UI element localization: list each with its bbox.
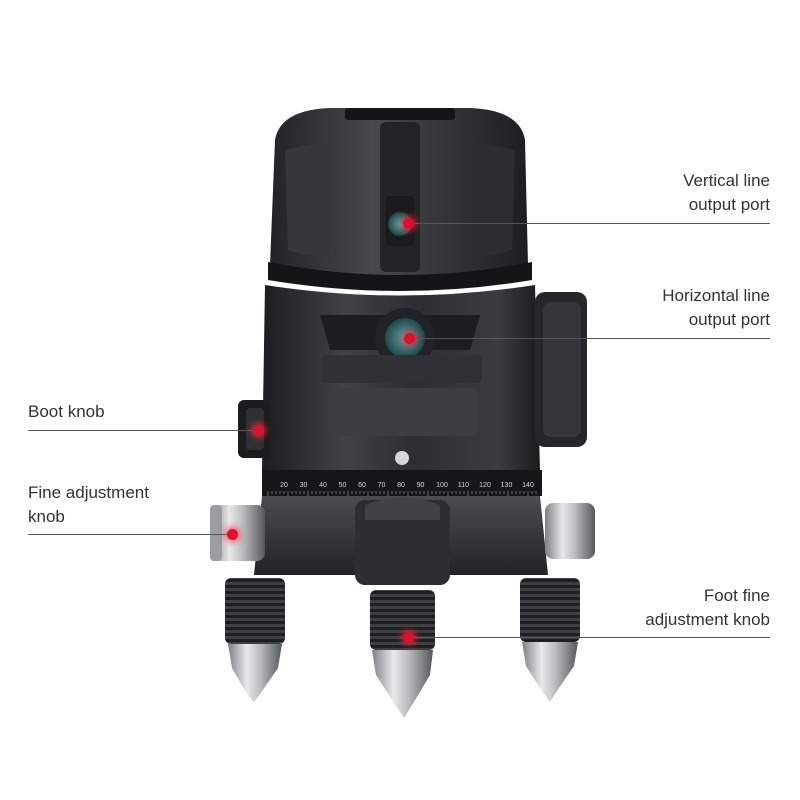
marker-vertical-port	[403, 218, 414, 229]
label-vertical-port-line1: Vertical line	[683, 171, 770, 190]
leg-right	[520, 578, 580, 702]
label-fine-adjust: Fine adjustment knob	[28, 481, 149, 529]
dial-label: 40	[319, 482, 327, 489]
dial-label: 70	[378, 482, 386, 489]
dial-label: 20	[280, 482, 288, 489]
angle-dial: 20 30 40 50 60 70 80 90 100 110 120 130 140	[262, 470, 542, 496]
leader-line-foot-fine-adjust	[410, 637, 770, 638]
base	[254, 496, 548, 585]
dial-label: 30	[300, 482, 308, 489]
dial-label: 140	[522, 482, 534, 489]
label-horizontal-port: Horizontal line output port	[662, 284, 770, 332]
marker-foot-fine-adjust	[403, 632, 414, 643]
level-screw	[395, 451, 409, 465]
leader-line-boot-knob	[28, 430, 258, 431]
label-foot-fine-adjust-line2: adjustment knob	[645, 610, 770, 629]
leader-line-vertical-port	[408, 223, 770, 224]
center-leg-mount	[355, 500, 450, 585]
marker-fine-adjust	[227, 529, 238, 540]
leader-line-fine-adjust	[28, 534, 232, 535]
label-boot-knob: Boot knob	[28, 400, 105, 424]
label-horizontal-port-line1: Horizontal line	[662, 286, 770, 305]
dial-label: 120	[479, 482, 491, 489]
marker-horizontal-port	[404, 333, 415, 344]
dial-label: 90	[417, 482, 425, 489]
label-vertical-port-line2: output port	[688, 195, 770, 214]
right-fine-adjust-knob	[545, 503, 595, 559]
label-boot-knob-line1: Boot knob	[28, 402, 105, 421]
leader-line-horizontal-port	[410, 338, 770, 339]
leg-left	[225, 578, 285, 702]
middle-body	[238, 285, 587, 480]
label-foot-fine-adjust: Foot fine adjustment knob	[645, 584, 770, 632]
label-fine-adjust-line1: Fine adjustment	[28, 483, 149, 502]
label-horizontal-port-line2: output port	[688, 310, 770, 329]
dial-label: 50	[339, 482, 347, 489]
dial-label: 100	[436, 482, 448, 489]
top-housing	[268, 108, 532, 291]
dial-label: 60	[358, 482, 366, 489]
dial-label: 110	[458, 482, 469, 489]
label-foot-fine-adjust-line1: Foot fine	[703, 586, 770, 605]
label-vertical-port: Vertical line output port	[683, 169, 770, 217]
dial-label: 80	[397, 482, 405, 489]
marker-boot-knob	[253, 425, 264, 436]
dial-label: 130	[501, 482, 513, 489]
label-fine-adjust-line2: knob	[28, 507, 65, 526]
leg-center	[370, 590, 435, 718]
